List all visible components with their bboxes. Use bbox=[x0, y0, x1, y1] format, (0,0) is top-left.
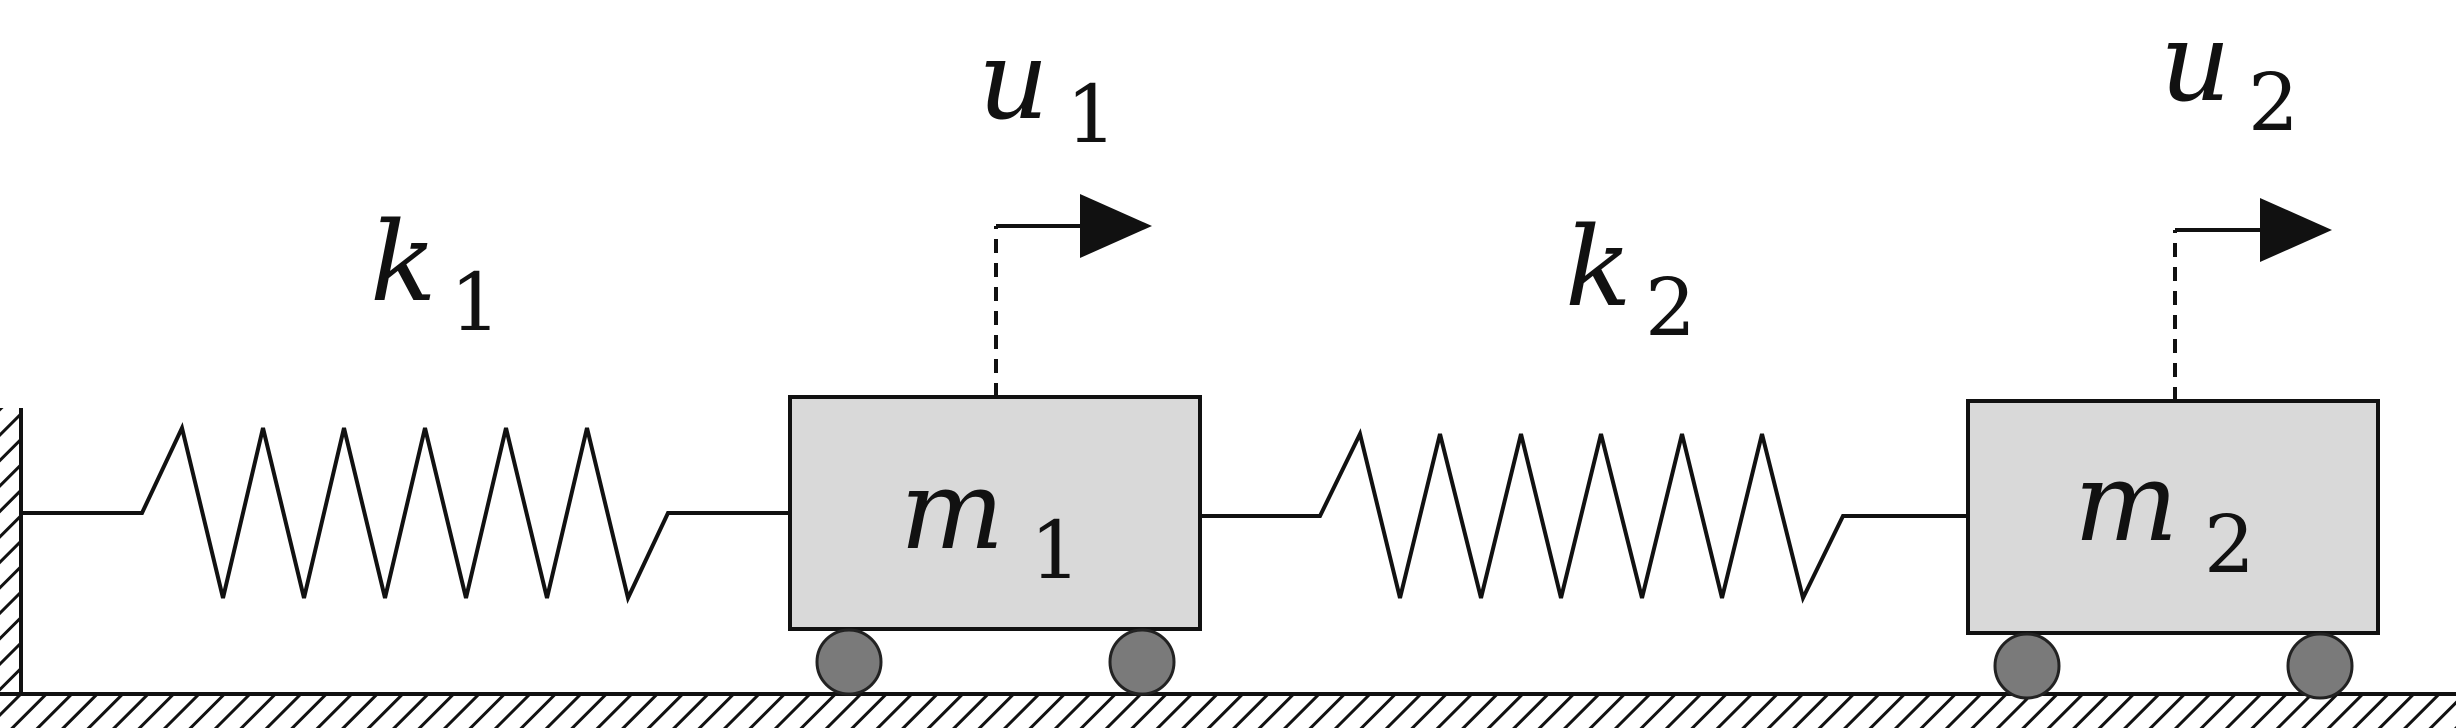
displacement-1-subscript: 1 bbox=[1066, 68, 1117, 161]
spring-2-label: k 2 bbox=[1565, 203, 1696, 354]
displacement-2-symbol: u bbox=[2160, 0, 2231, 126]
mass-1-wheel-right bbox=[1108, 628, 1176, 696]
spring-2-symbol: k bbox=[1565, 203, 1632, 331]
displacement-1-arrow bbox=[994, 194, 1152, 397]
displacement-2-label: u 2 bbox=[2160, 0, 2299, 149]
mass-2-wheel-left bbox=[1993, 632, 2061, 700]
mass-2-subscript: 2 bbox=[2204, 498, 2255, 591]
mass-2: m 2 bbox=[1966, 399, 2380, 700]
mass-1: m 1 bbox=[788, 395, 1202, 696]
arrow-right-icon bbox=[1080, 194, 1152, 258]
spring-1-label: k 1 bbox=[370, 198, 501, 349]
spring-2-subscript: 2 bbox=[1645, 261, 1696, 354]
ground-hatching bbox=[0, 696, 2456, 728]
displacement-2-subscript: 2 bbox=[2248, 56, 2299, 149]
mass-1-block bbox=[788, 395, 1202, 631]
mass-2-wheel-right bbox=[2286, 632, 2354, 700]
mass-1-subscript: 1 bbox=[1030, 504, 1081, 597]
displacement-1-symbol: u bbox=[978, 16, 1049, 144]
mass-2-symbol: m bbox=[2074, 438, 2178, 566]
left-wall bbox=[0, 408, 23, 696]
wall-hatching bbox=[0, 408, 20, 696]
spring-2 bbox=[1200, 428, 1968, 604]
spring-1 bbox=[21, 422, 790, 604]
mass-1-symbol: m bbox=[900, 446, 1004, 574]
mass-1-wheel-left bbox=[815, 628, 883, 696]
spring-1-symbol: k bbox=[370, 198, 437, 326]
ground bbox=[0, 692, 2456, 728]
displacement-2-arrow bbox=[2173, 198, 2332, 401]
spring-1-subscript: 1 bbox=[450, 256, 501, 349]
arrow-right-icon bbox=[2260, 198, 2332, 262]
displacement-1-label: u 1 bbox=[978, 16, 1117, 161]
